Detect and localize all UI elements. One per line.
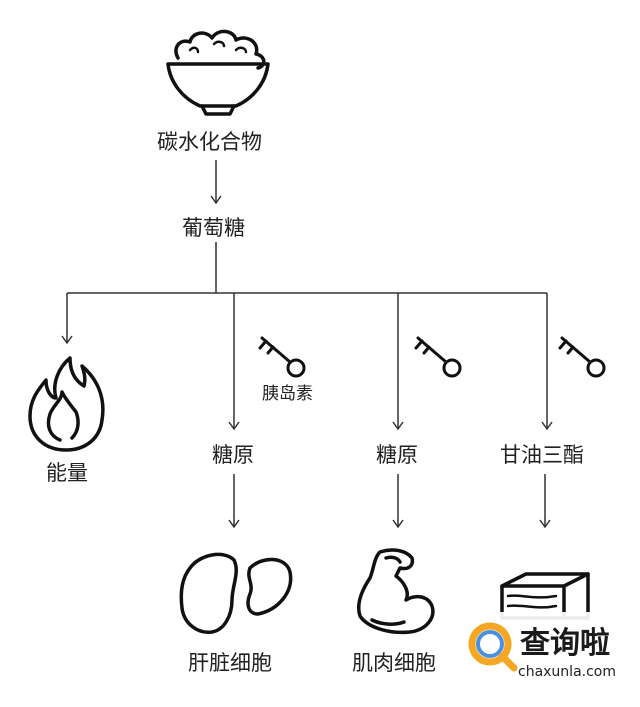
node-glycogen-liver: 糖原: [212, 443, 254, 467]
lower-arrows: [228, 474, 551, 529]
liver-icon: [179, 552, 293, 634]
tree-connector: [61, 242, 553, 431]
node-liver-cell: 肝脏细胞: [188, 651, 272, 675]
node-glycogen-muscle: 糖原: [376, 443, 418, 467]
watermark-domain: chaxunla.com: [518, 664, 616, 680]
node-insulin: 胰岛素: [262, 384, 313, 404]
watermark-brand: 查询啦: [520, 626, 610, 661]
muscle-arm-icon: [357, 548, 435, 635]
node-triglyceride: 甘油三酯: [500, 443, 584, 467]
node-muscle-cell: 肌肉细胞: [352, 651, 436, 675]
key-icon: [558, 336, 606, 378]
node-energy: 能量: [46, 461, 88, 485]
key-icon: [258, 336, 306, 378]
node-carbohydrate: 碳水化合物: [157, 130, 262, 154]
flame-icon: [28, 356, 105, 452]
arrow-carb-to-glucose: [210, 160, 222, 205]
key-icon: [414, 336, 462, 378]
rice-bowl-icon: [166, 29, 270, 116]
node-glucose: 葡萄糖: [182, 216, 245, 240]
search-logo-icon: [468, 622, 518, 672]
